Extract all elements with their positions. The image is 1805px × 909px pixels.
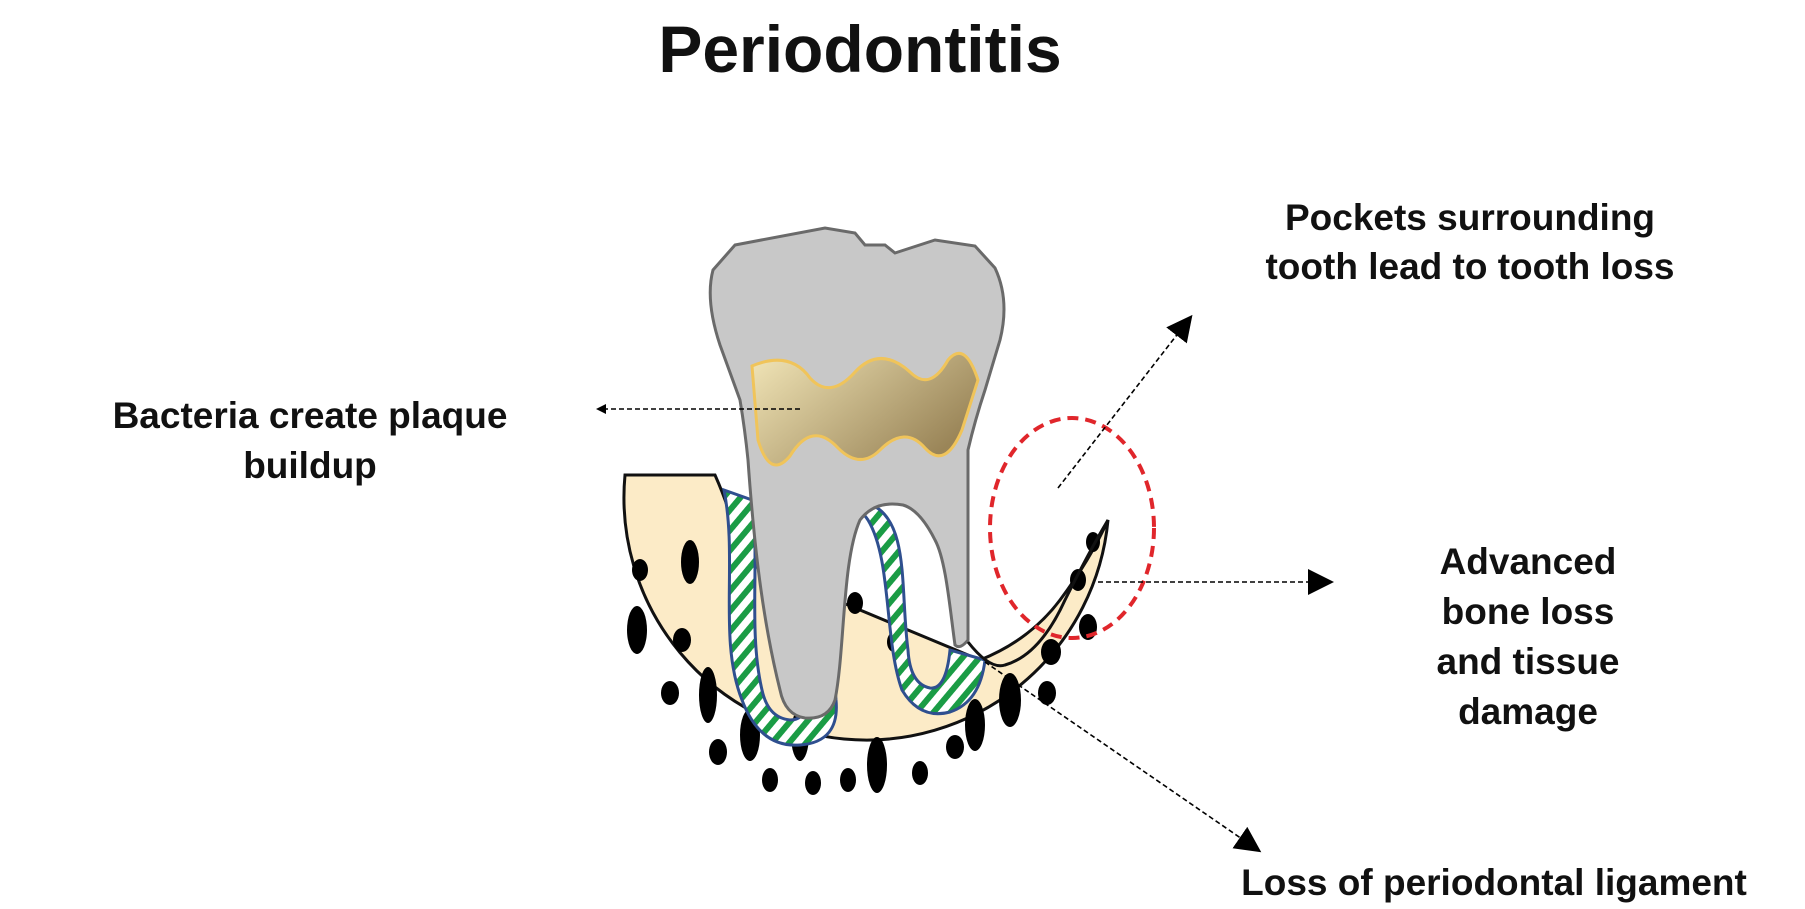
svg-text:Advanced: Advanced — [1440, 541, 1617, 582]
pocket-arrow — [1058, 318, 1190, 488]
diagram-title: Periodontitis — [658, 12, 1061, 86]
svg-text:Pockets surrounding: Pockets surrounding — [1285, 197, 1655, 238]
label-pockets: Pockets surrounding tooth lead to tooth … — [1265, 197, 1674, 287]
label-ligament: Loss of periodontal ligament — [1241, 862, 1747, 903]
label-bone-loss: Advanced bone loss and tissue damage — [1437, 541, 1620, 732]
svg-text:damage: damage — [1458, 691, 1598, 732]
plaque-buildup — [752, 353, 978, 465]
svg-text:bone loss: bone loss — [1442, 591, 1615, 632]
svg-text:tooth lead to tooth loss: tooth lead to tooth loss — [1265, 246, 1674, 287]
label-plaque: Bacteria create plaque buildup — [113, 395, 508, 486]
svg-text:Bacteria create plaque: Bacteria create plaque — [113, 395, 508, 436]
svg-text:buildup: buildup — [243, 445, 377, 486]
ligament-arrow — [985, 662, 1258, 850]
svg-text:and tissue: and tissue — [1437, 641, 1620, 682]
